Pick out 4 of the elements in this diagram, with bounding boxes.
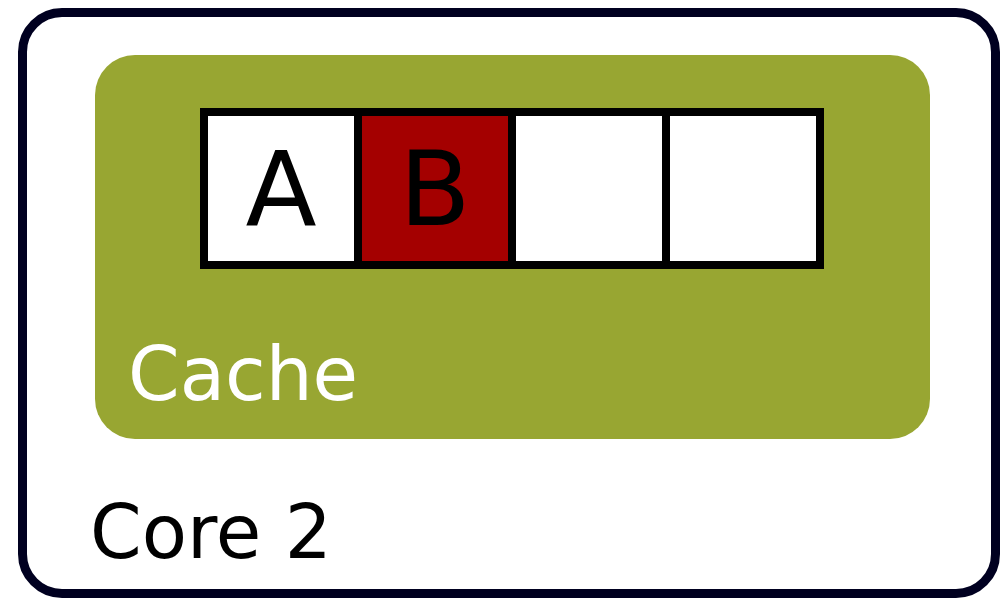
core-box (18, 8, 1000, 598)
cache-label: Cache (128, 337, 359, 411)
cache-box (95, 55, 930, 439)
core-label: Core 2 (90, 495, 332, 569)
